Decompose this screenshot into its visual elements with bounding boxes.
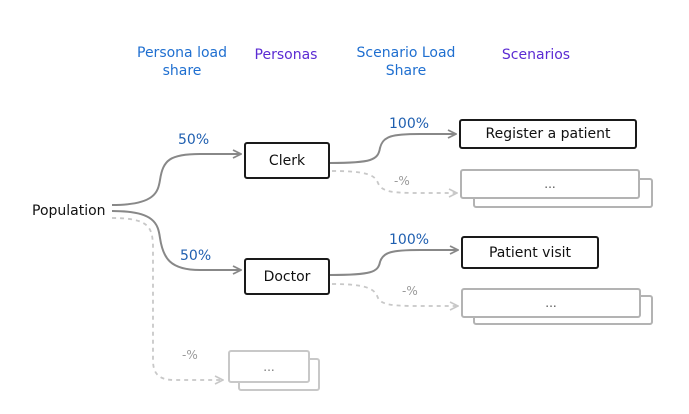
clerk-other-share-label: -% xyxy=(394,174,410,188)
scenario-name: Register a patient xyxy=(485,126,611,142)
header-personas: Personas xyxy=(254,47,318,63)
other-persona-name: ... xyxy=(263,359,275,374)
persona-box-doctor: Doctor xyxy=(244,258,330,295)
doctor-other-scenario-box: ... xyxy=(461,288,641,318)
header-scenario-load-share: Scenario Load Share xyxy=(356,45,456,79)
scenario-box-patient-visit: Patient visit xyxy=(461,236,599,269)
doctor-other-share-label: -% xyxy=(402,284,418,298)
register-share-label: 100% xyxy=(389,116,430,132)
persona-name: Clerk xyxy=(268,152,306,169)
header-persona-load-share: Persona load share xyxy=(137,45,227,79)
arrow-population-to-other-persona xyxy=(111,217,222,380)
clerk-other-scenario-box: ... xyxy=(460,169,640,199)
clerk-share-label: 50% xyxy=(178,132,210,148)
arrow-population-to-doctor xyxy=(111,210,240,270)
scenario-box-register: Register a patient xyxy=(459,119,637,149)
arrow-population-to-clerk xyxy=(111,154,240,206)
other-scenario-name: ... xyxy=(545,296,557,310)
population-label: Population xyxy=(32,203,106,219)
arrow-clerk-to-register xyxy=(329,134,455,164)
scenario-name: Patient visit xyxy=(488,244,572,261)
other-persona-box: ... xyxy=(228,350,310,383)
other-persona-share-label: -% xyxy=(182,348,198,362)
arrow-doctor-to-patient-visit xyxy=(329,250,457,276)
other-scenario-name: ... xyxy=(544,177,556,191)
arrow-clerk-to-other-scenario xyxy=(331,170,456,193)
persona-box-clerk: Clerk xyxy=(244,142,330,179)
header-scenarios: Scenarios xyxy=(501,47,571,63)
patient-visit-share-label: 100% xyxy=(389,232,430,248)
doctor-share-label: 50% xyxy=(180,248,212,264)
persona-name: Doctor xyxy=(263,268,311,285)
arrow-doctor-to-other-scenario xyxy=(331,283,457,306)
